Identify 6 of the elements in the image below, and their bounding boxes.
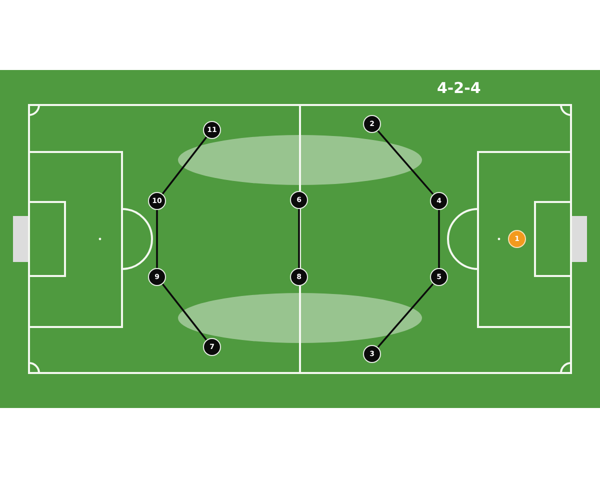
connector-line — [162, 284, 208, 340]
formation-title: 4-2-4 — [437, 79, 481, 97]
connector-line — [438, 210, 440, 268]
connector-line — [162, 136, 208, 194]
connector-line — [156, 210, 158, 268]
connector-line — [298, 209, 300, 268]
